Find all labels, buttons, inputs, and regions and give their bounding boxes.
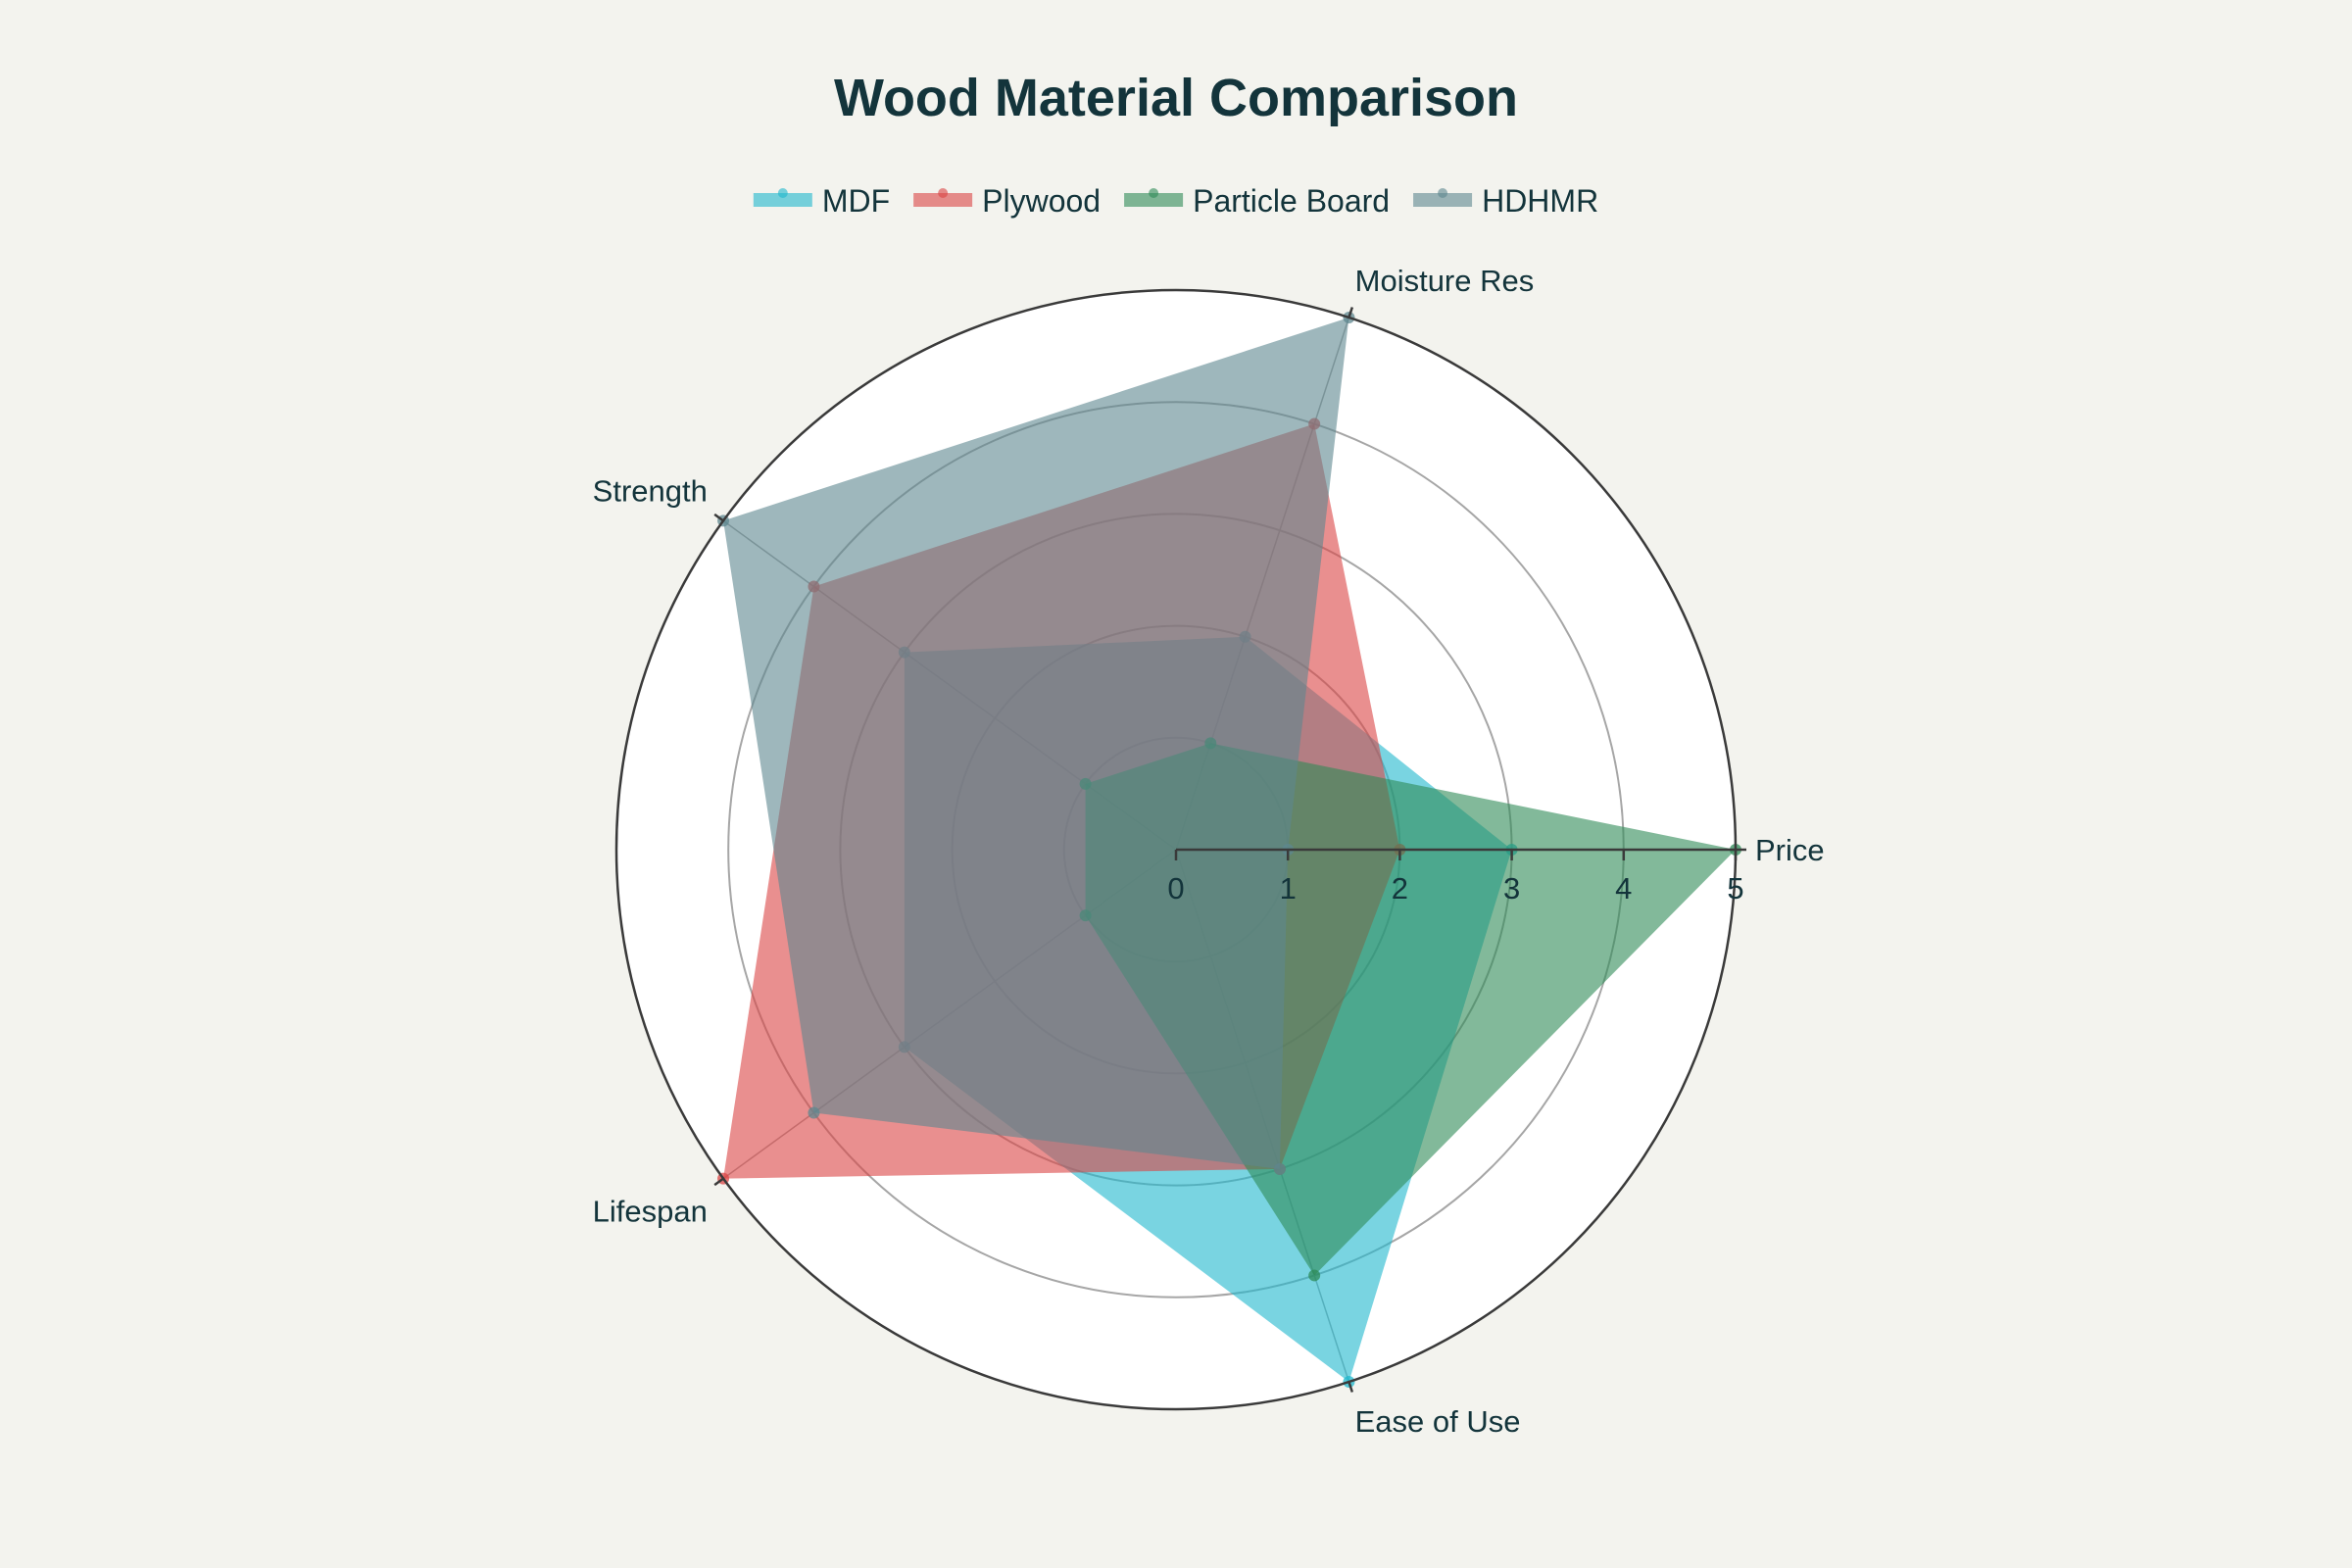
legend-swatch: [1124, 193, 1184, 207]
legend-marker-icon: [1438, 188, 1448, 198]
data-point-marker[interactable]: [1308, 1269, 1321, 1282]
axis-label-moisture-res: Moisture Res: [1355, 264, 1535, 298]
series-layer: [717, 311, 1741, 1389]
radial-tick-label: 2: [1392, 871, 1408, 906]
series-area[interactable]: [723, 317, 1349, 1169]
legend: MDF Plywood Particle Board HDHMR: [753, 183, 1598, 219]
legend-item-mdf[interactable]: MDF: [753, 183, 890, 219]
data-point-marker[interactable]: [1273, 1162, 1286, 1175]
legend-marker-icon: [1149, 188, 1159, 198]
legend-item-hdhmr[interactable]: HDHMR: [1413, 183, 1598, 219]
axis-label-lifespan: Lifespan: [593, 1194, 708, 1228]
axis-label-price: Price: [1755, 833, 1825, 867]
radial-tick-label: 5: [1727, 871, 1743, 906]
legend-swatch: [753, 193, 812, 207]
legend-swatch: [913, 193, 973, 207]
radial-tick-label: 1: [1280, 871, 1297, 906]
legend-item-particle-board[interactable]: Particle Board: [1124, 183, 1390, 219]
angular-tick: [713, 513, 724, 522]
legend-marker-icon: [777, 188, 788, 198]
legend-label: MDF: [822, 183, 890, 219]
axis-label-ease-of-use: Ease of Use: [1355, 1404, 1521, 1439]
axis-label-strength: Strength: [593, 474, 708, 509]
legend-label: Particle Board: [1193, 183, 1390, 219]
legend-marker-icon: [938, 188, 949, 198]
radial-tick-label: 3: [1503, 871, 1520, 906]
polar-plot-area: 0 1 2 3 4 5 Price Moisture ResStrengthLifespan…: [593, 264, 1825, 1439]
legend-label: Plywood: [982, 183, 1101, 219]
series-hdhmr[interactable]: [717, 311, 1355, 1175]
radial-tick-label: 4: [1615, 871, 1632, 906]
data-point-marker[interactable]: [808, 1106, 820, 1119]
legend-item-plywood[interactable]: Plywood: [913, 183, 1101, 219]
angular-tick: [713, 1177, 724, 1187]
radial-axis: 0 1 2 3 4 5: [1167, 848, 1744, 906]
chart-title: Wood Material Comparison: [834, 69, 1518, 127]
angular-tick: [1348, 307, 1354, 318]
radial-tick-label: 0: [1167, 871, 1184, 906]
angular-tick: [1348, 1381, 1354, 1393]
legend-label: HDHMR: [1482, 183, 1598, 219]
legend-swatch: [1413, 193, 1473, 207]
